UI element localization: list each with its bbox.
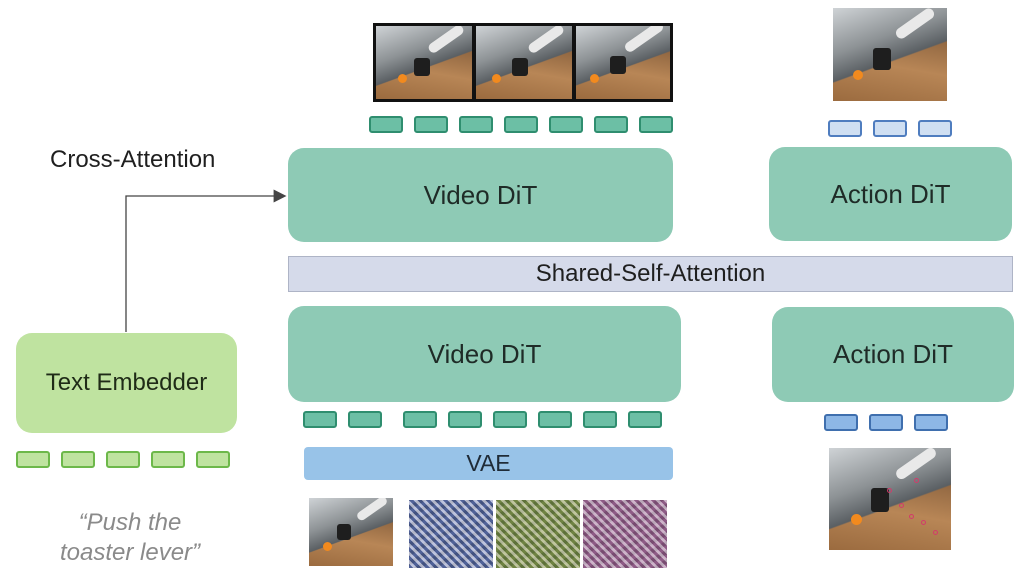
action-dit-top-label: Action DiT bbox=[830, 178, 951, 209]
output-action-frame bbox=[833, 8, 947, 101]
video-output-token bbox=[414, 116, 448, 133]
video-output-token bbox=[639, 116, 673, 133]
output-video-frame-1 bbox=[376, 26, 472, 99]
text-token bbox=[16, 451, 50, 468]
cross-attention-label: Cross-Attention bbox=[50, 146, 216, 173]
text-token bbox=[61, 451, 95, 468]
action-keypoint-icon bbox=[933, 530, 938, 535]
video-input-token bbox=[303, 411, 337, 428]
video-input-token bbox=[538, 411, 572, 428]
video-output-token bbox=[459, 116, 493, 133]
shared-self-attention-bar: Shared-Self-Attention bbox=[288, 256, 1013, 292]
video-dit-bottom-block: Video DiT bbox=[288, 306, 681, 402]
video-input-token bbox=[628, 411, 662, 428]
action-input-token bbox=[914, 414, 948, 431]
output-video-frame-2 bbox=[476, 26, 572, 99]
action-keypoint-icon bbox=[921, 520, 926, 525]
video-output-token bbox=[369, 116, 403, 133]
noisy-latent-frame-2 bbox=[496, 500, 580, 568]
action-input-token bbox=[869, 414, 903, 431]
video-dit-top-label: Video DiT bbox=[423, 179, 538, 210]
vae-label: VAE bbox=[466, 450, 511, 476]
action-dit-bottom-label: Action DiT bbox=[833, 339, 953, 369]
text-token bbox=[151, 451, 185, 468]
action-keypoint-icon bbox=[887, 488, 892, 493]
text-prompt-line-1: “Push the bbox=[78, 509, 182, 536]
text-embedder-label: Text Embedder bbox=[45, 369, 208, 396]
video-output-token bbox=[594, 116, 628, 133]
text-token bbox=[196, 451, 230, 468]
output-video-frames bbox=[373, 23, 673, 102]
text-embedder-block: Text Embedder bbox=[16, 333, 237, 433]
video-dit-bottom-label: Video DiT bbox=[427, 338, 542, 369]
video-input-token bbox=[493, 411, 527, 428]
video-output-token bbox=[504, 116, 538, 133]
vae-bar: VAE bbox=[304, 447, 673, 480]
action-keypoint-icon bbox=[899, 503, 904, 508]
shared-self-attention-label: Shared-Self-Attention bbox=[535, 260, 766, 287]
input-action-frame bbox=[829, 448, 951, 550]
action-input-token bbox=[824, 414, 858, 431]
action-keypoint-icon bbox=[914, 478, 919, 483]
noisy-latent-frame-1 bbox=[409, 500, 493, 568]
text-prompt-line-2: toaster lever” bbox=[59, 539, 201, 566]
action-keypoint-icon bbox=[909, 514, 914, 519]
video-output-token bbox=[549, 116, 583, 133]
noisy-latent-frame-3 bbox=[583, 500, 667, 568]
video-input-token bbox=[448, 411, 482, 428]
action-output-token bbox=[918, 120, 952, 137]
text-token bbox=[106, 451, 140, 468]
text-prompt: “Push the toaster lever” bbox=[30, 508, 230, 568]
output-video-frame-3 bbox=[576, 26, 670, 99]
video-dit-top-block: Video DiT bbox=[288, 148, 673, 242]
video-input-token bbox=[583, 411, 617, 428]
action-output-token bbox=[873, 120, 907, 137]
action-dit-bottom-block: Action DiT bbox=[772, 307, 1014, 402]
video-input-token bbox=[403, 411, 437, 428]
action-dit-top-block: Action DiT bbox=[769, 147, 1012, 241]
video-input-token bbox=[348, 411, 382, 428]
input-conditioning-frame bbox=[309, 498, 393, 566]
action-output-token bbox=[828, 120, 862, 137]
